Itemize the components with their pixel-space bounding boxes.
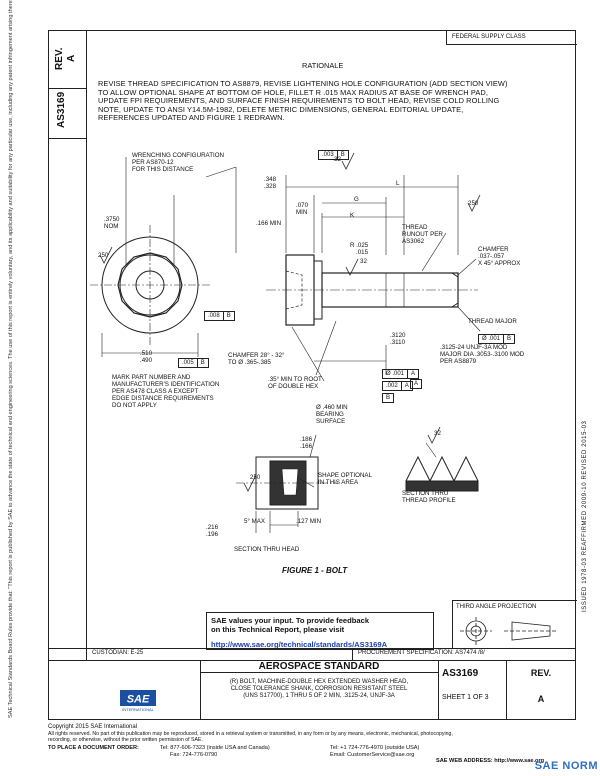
chamfer-left-note: CHAMFER 28° - 32° TO Ø .365-.385 bbox=[228, 352, 285, 366]
dim-216: .216.196 bbox=[206, 524, 219, 538]
wrenching-note: WRENCHING CONFIGURATION PER AS870-12 FOR… bbox=[132, 152, 225, 173]
mark-part-note: MARK PART NUMBER AND MANUFACTURER'S IDEN… bbox=[112, 374, 220, 409]
footer-email: Email: CustomerService@sae.org bbox=[330, 752, 415, 758]
thread-finish-32: 32 bbox=[434, 430, 441, 437]
fillet-radius: R .025 .015 bbox=[350, 242, 369, 256]
rev-label-vertical: REV. bbox=[54, 47, 65, 70]
footer-order: TO PLACE A DOCUMENT ORDER: bbox=[48, 745, 139, 751]
dim-186: .186.166 bbox=[300, 436, 313, 450]
footer-tel1: Tel: 877-606-7323 (inside USA and Canada… bbox=[160, 745, 270, 751]
footer-rights: All rights reserved. No part of this pub… bbox=[48, 731, 453, 744]
dim-L: L bbox=[396, 180, 400, 187]
finish-250-right: 250 bbox=[468, 200, 479, 207]
footer-web[interactable]: SAE WEB ADDRESS: http://www.sae.org bbox=[436, 758, 545, 764]
feedback-box: SAE values your input. To provide feedba… bbox=[206, 612, 434, 650]
left-margin-note: SAE Technical Standards Board Rules prov… bbox=[8, 0, 14, 718]
thread-major-label: THREAD MAJOR bbox=[468, 318, 517, 325]
datum-b-symbol: B bbox=[382, 386, 395, 404]
rationale-text: REVISE THREAD SPECIFICATION TO AS8879, R… bbox=[98, 79, 508, 123]
shape-optional-note: SHAPE OPTIONAL IN THIS AREA bbox=[318, 472, 372, 486]
dim-K: K bbox=[350, 212, 355, 219]
title-rev-label: REV. bbox=[530, 668, 552, 678]
finish-32-top: 32 bbox=[334, 156, 341, 163]
sae-logo-sub: INTERNATIONAL bbox=[122, 707, 154, 712]
figure-title: FIGURE 1 - BOLT bbox=[282, 566, 348, 575]
supply-class-stamp: FEDERAL SUPPLY CLASS bbox=[452, 34, 526, 40]
dim-5-max: 5° MAX bbox=[244, 518, 266, 525]
bolt-drawing bbox=[90, 152, 481, 533]
section-thread-label: SECTION THRU THREAD PROFILE bbox=[402, 490, 456, 504]
dim-G: G bbox=[354, 196, 359, 203]
footer-tel2: Tel: +1 724-776-4970 (outside USA) bbox=[330, 745, 420, 751]
sae-logo: SAE INTERNATIONAL bbox=[120, 690, 156, 712]
procurement: PROCUREMENT SPECIFICATION: AS7474 /8/ bbox=[358, 650, 485, 656]
watermark: SAE NORM bbox=[534, 760, 598, 772]
title-doc-number: AS3169 bbox=[442, 668, 479, 679]
head-section-outline bbox=[255, 456, 319, 510]
finish-250-left: 250 bbox=[98, 252, 109, 259]
chamfer-right-note: CHAMFER .037-.057 X 45° APPROX bbox=[478, 246, 521, 267]
rationale-title: RATIONALE bbox=[302, 61, 344, 70]
feedback-link[interactable]: http://www.sae.org/technical/standards/A… bbox=[211, 640, 388, 649]
min-root-note: .35° MIN TO ROOT OF DOUBLE HEX bbox=[268, 376, 322, 390]
drawing-frame bbox=[48, 30, 576, 720]
thread-spec: .3125-24 UNJF-3A MOD MAJOR DIA .3053-.31… bbox=[440, 344, 525, 365]
dim-166: .166 MIN bbox=[256, 220, 282, 227]
doc-number-vertical: AS3169 bbox=[56, 91, 67, 128]
footer-copyright: Copyright 2015 SAE International bbox=[48, 724, 138, 730]
section-head-label: SECTION THRU HEAD bbox=[234, 546, 300, 553]
thread-runout-note: THREAD RUNOUT PER AS3062 bbox=[402, 224, 443, 245]
aerospace-standard-title: AEROSPACE STANDARD bbox=[258, 661, 380, 672]
feedback-line-1: SAE values your input. To provide feedba… bbox=[211, 616, 370, 625]
feedback-line-2: on this Technical Report, please visit bbox=[211, 625, 345, 634]
finish-32-mid: 32 bbox=[360, 258, 367, 265]
dim-348: .348.328 bbox=[264, 176, 277, 190]
bearing-note: Ø .460 MIN BEARING SURFACE bbox=[316, 404, 348, 425]
dim-3120: .3120.3110 bbox=[390, 332, 406, 346]
thread-profile bbox=[405, 455, 479, 483]
sae-logo-text: SAE bbox=[127, 694, 150, 706]
third-angle-projection-icon bbox=[460, 617, 558, 645]
footer-fax: Fax: 724-776-0790 bbox=[170, 752, 218, 758]
dim-510: .510.490 bbox=[140, 350, 153, 364]
rev-value-vertical: A bbox=[66, 54, 77, 62]
section-head-finish: 250 bbox=[250, 474, 261, 481]
part-description: (R) BOLT, MACHINE-DOUBLE HEX EXTENDED WA… bbox=[229, 679, 409, 699]
datum-a-symbol: A bbox=[410, 372, 423, 390]
custodian: CUSTODIAN: E-25 bbox=[92, 650, 144, 656]
title-rev-value: A bbox=[537, 694, 545, 704]
sheet-number: SHEET 1 OF 3 bbox=[442, 694, 489, 701]
revision-history: ISSUED 1978-03 REAFFIRMED 2009-10 REVISE… bbox=[582, 420, 588, 612]
projection-label: THIRD ANGLE PROJECTION bbox=[456, 604, 537, 610]
dim-127: .127 MIN bbox=[296, 518, 322, 525]
